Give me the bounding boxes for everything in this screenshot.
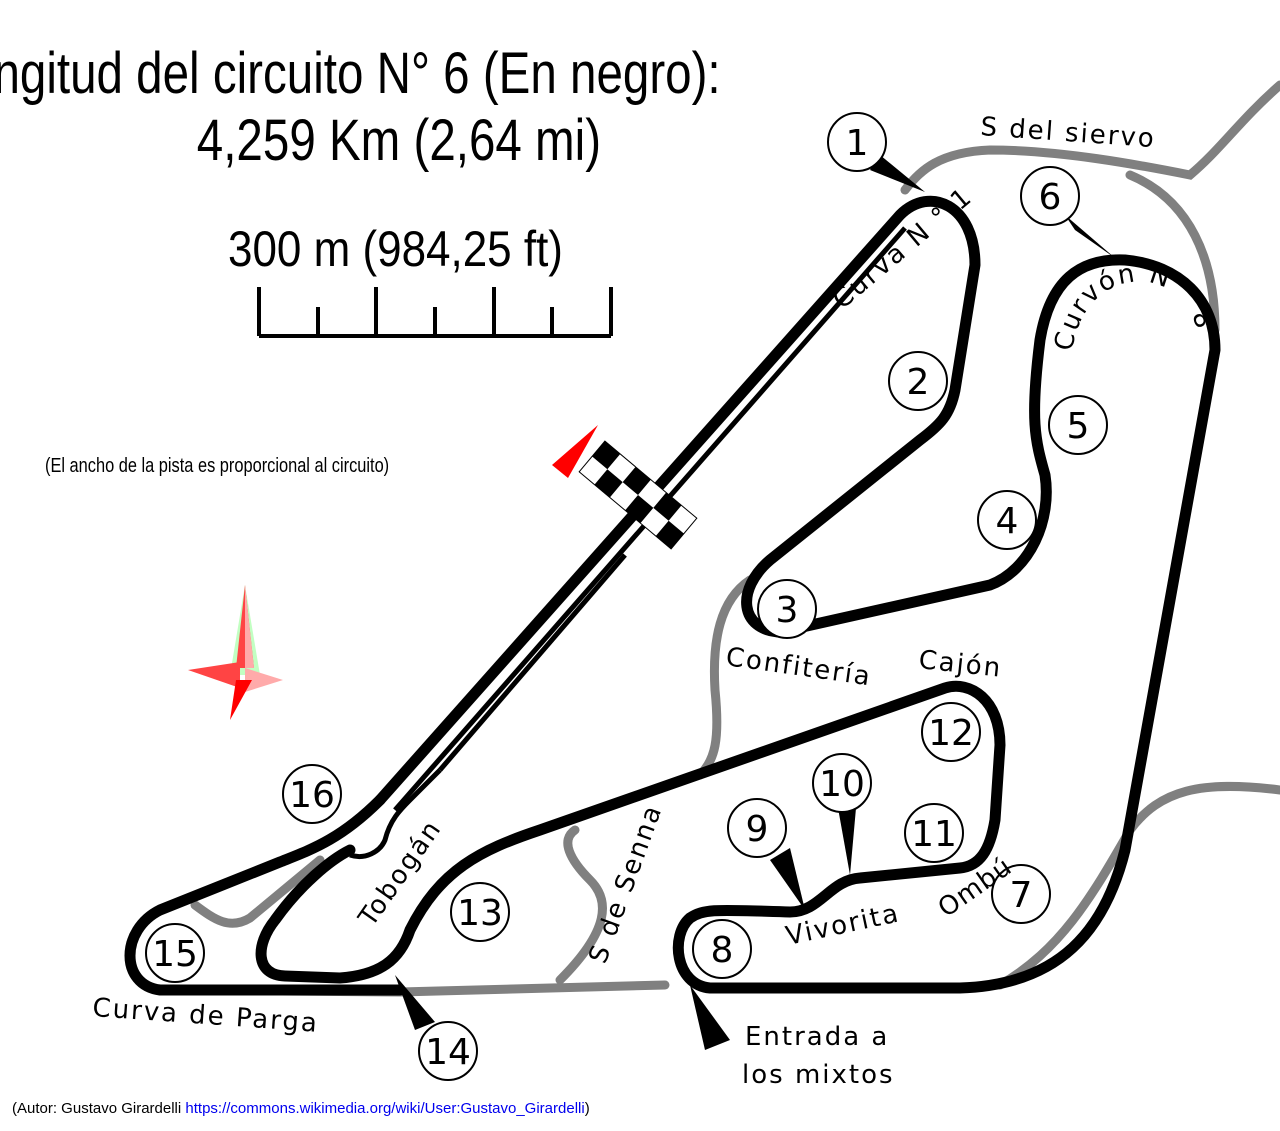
author-credit: (Autor: Gustavo Girardelli https://commo… xyxy=(12,1100,590,1117)
circuit-6-track xyxy=(124,195,1221,996)
credit-suffix: ) xyxy=(584,1100,590,1117)
corner-1: 1 xyxy=(846,123,869,164)
corner-2: 2 xyxy=(907,362,930,403)
scale-bar xyxy=(257,287,613,338)
label-curva-parga: Curva de Parga xyxy=(92,993,320,1039)
corner-pointers xyxy=(395,155,1115,1050)
label-entrada-2: los mixtos xyxy=(742,1060,895,1090)
compass-north-icon xyxy=(188,585,283,720)
corner-11: 11 xyxy=(911,814,957,855)
corner-16: 16 xyxy=(289,775,335,816)
title-line1: ngitud del circuito N° 6 (En negro): xyxy=(0,42,721,107)
width-note: (El ancho de la pista es proporcional al… xyxy=(45,453,389,476)
label-entrada-1: Entrada a xyxy=(745,1022,889,1052)
corner-numbers: 1 2 3 4 5 6 7 8 9 10 11 12 13 14 15 16 xyxy=(152,123,1089,1073)
credit-prefix: (Autor: Gustavo Girardelli xyxy=(12,1100,186,1117)
corner-12: 12 xyxy=(928,713,974,754)
corner-15: 15 xyxy=(152,934,198,975)
corner-14: 14 xyxy=(425,1032,471,1073)
corner-7: 7 xyxy=(1010,875,1033,916)
corner-circles xyxy=(145,112,1108,1081)
corner-10: 10 xyxy=(819,764,865,805)
corner-9: 9 xyxy=(746,809,769,850)
corner-3: 3 xyxy=(776,590,799,631)
title-line2: 4,259 Km (2,64 mi) xyxy=(197,109,601,174)
author-link[interactable]: https://commons.wikimedia.org/wiki/User:… xyxy=(185,1100,585,1117)
direction-arrow-icon xyxy=(552,425,598,478)
label-curva-1: Curva N ° 1 xyxy=(827,182,978,316)
label-cajon: Cajón xyxy=(917,645,1003,684)
corner-4: 4 xyxy=(996,501,1019,542)
corner-5: 5 xyxy=(1067,406,1090,447)
corner-8: 8 xyxy=(711,930,734,971)
label-confiteria: Confitería xyxy=(724,642,874,692)
corner-6: 6 xyxy=(1039,177,1062,218)
label-tobogan: Tobogán xyxy=(353,814,449,933)
corner-13: 13 xyxy=(457,893,503,934)
scale-label: 300 m (984,25 ft) xyxy=(228,220,563,276)
start-finish-flag xyxy=(578,440,698,550)
